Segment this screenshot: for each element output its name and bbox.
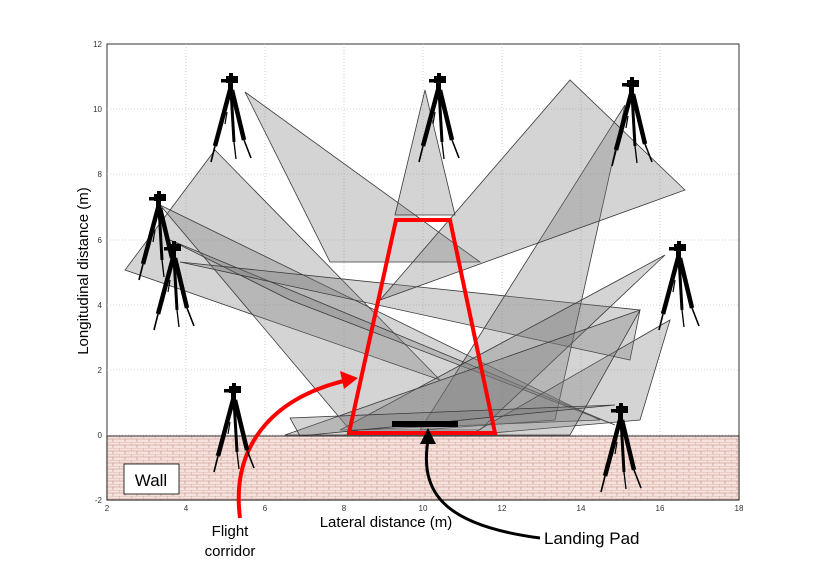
coverage-area <box>159 204 601 431</box>
wall-label-box <box>123 463 180 495</box>
y-tick-label: 10 <box>93 105 102 114</box>
x-tick-label: 4 <box>184 504 189 513</box>
x-tick-label: 2 <box>105 504 110 513</box>
y-tick-label: 8 <box>98 170 103 179</box>
coverage-area <box>289 404 616 437</box>
flight-corridor-label-line2: corridor <box>205 543 256 560</box>
wall <box>106 435 740 501</box>
coverage-area <box>169 239 616 426</box>
wall-label: Wall <box>135 471 167 490</box>
x-tick-label: 18 <box>735 504 744 513</box>
x-tick-label: 8 <box>342 504 347 513</box>
flight-corridor <box>346 218 498 435</box>
y-tick-label: 12 <box>93 40 102 49</box>
x-axis-label: Lateral distance (m) <box>320 514 453 531</box>
coverage-area <box>394 89 456 216</box>
landing-pad-label: Landing Pad <box>544 529 639 548</box>
x-tick-label: 14 <box>577 504 586 513</box>
y-tick-label: 6 <box>98 236 103 245</box>
coverage-area <box>179 261 641 361</box>
y-tick-label: 0 <box>98 431 103 440</box>
coverage-area <box>339 254 666 431</box>
y-axis-label: Longitudinal distance (m) <box>75 187 92 355</box>
y-tick-label: 2 <box>98 366 103 375</box>
landing-pad-arrow <box>424 439 541 540</box>
y-tick-label: -2 <box>95 496 103 505</box>
landing-pad-arrowhead <box>420 428 436 444</box>
x-tick-label: 6 <box>263 504 268 513</box>
x-tick-labels: 2 4 6 8 10 12 14 16 18 <box>105 504 744 513</box>
x-tick-label: 16 <box>656 504 665 513</box>
x-tick-label: 12 <box>498 504 507 513</box>
y-tick-labels: 12 10 8 6 4 2 0 -2 <box>93 40 102 505</box>
flight-corridor-label-line1: Flight <box>212 523 250 540</box>
flight-corridor-arrowhead <box>340 371 358 389</box>
x-tick-label: 10 <box>419 504 428 513</box>
y-tick-label: 4 <box>98 301 103 310</box>
landing-pad <box>392 421 458 427</box>
flight-corridor-arrow <box>236 378 349 519</box>
